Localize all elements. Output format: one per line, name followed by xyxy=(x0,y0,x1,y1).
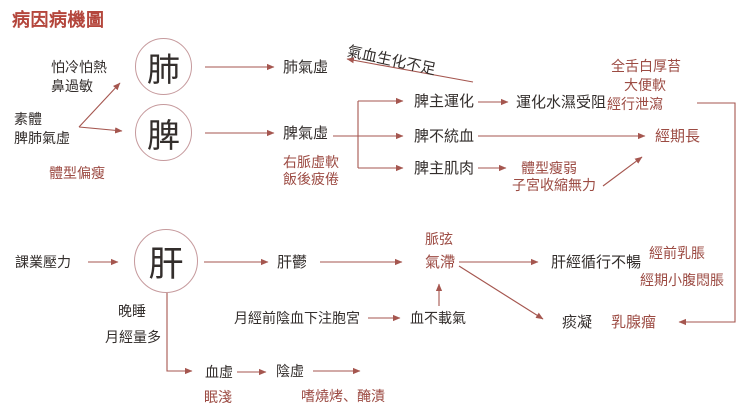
label-lung-qi-deficiency: 肺氣虛 xyxy=(283,59,329,76)
label-spleen-control-blood: 脾不統血 xyxy=(414,128,475,145)
label-blood-not-carry-qi: 血不載氣 xyxy=(410,310,466,326)
label-tongue-coating-note: 全舌白厚苔 xyxy=(611,58,681,74)
organ-label-liver: 肝 xyxy=(148,244,184,284)
label-liver-stagnation: 肝鬱 xyxy=(277,254,308,271)
label-premenstrual-breast-distension: 經前乳脹 xyxy=(649,245,705,261)
label-blood-deficiency: 血虛 xyxy=(205,364,233,380)
organ-label-lung: 肺 xyxy=(147,50,180,88)
label-long-period: 經期長 xyxy=(655,128,701,145)
label-menstrual-diarrhea-note: 經行泄瀉 xyxy=(607,96,663,112)
arrow-uterus-to-longperiod xyxy=(602,156,643,187)
organ-circle-spleen: 脾 xyxy=(135,104,192,161)
label-qi-blood-generation-insufficient: 氣血生化不足 xyxy=(345,43,438,79)
label-spleen-transform: 脾主運化 xyxy=(414,93,475,110)
label-spleen-qi-deficiency: 脾氣虛 xyxy=(283,125,329,142)
label-spleen-muscle: 脾主肌肉 xyxy=(414,160,475,177)
label-qi-stagnation: 氣滯 xyxy=(425,254,456,271)
page-title: 病因病機圖 xyxy=(12,10,105,30)
label-nasal-allergy: 鼻過敏 xyxy=(51,78,93,94)
label-study-pressure: 課業壓力 xyxy=(15,254,71,270)
label-constitution-line2: 脾肺氣虛 xyxy=(14,130,70,146)
label-bbq-pickled-diet-note: 嗜燒烤、醃漬 xyxy=(301,388,385,404)
label-premenstrual-blood-to-uterus: 月經前陰血下注胞宮 xyxy=(234,310,360,326)
label-heavy-period: 月經量多 xyxy=(105,329,161,345)
label-postmeal-fatigue-note: 飯後疲倦 xyxy=(283,171,339,187)
label-pulse-weak-note: 右脈虛軟 xyxy=(283,154,339,170)
arrow-constitution-to-spleen xyxy=(78,126,123,134)
label-constitution-line1: 素體 xyxy=(14,111,42,127)
label-thin-weak-note: 體型瘦弱 xyxy=(521,160,577,176)
label-thin-body-note: 體型偏瘦 xyxy=(49,165,105,181)
organ-label-spleen: 脾 xyxy=(147,116,180,154)
label-menstrual-abdomen-distension: 經期小腹悶脹 xyxy=(640,272,724,288)
label-phlegm-congeal: 痰凝 xyxy=(562,314,593,331)
label-damp-obstruction: 運化水濕受阻 xyxy=(516,94,607,111)
label-late-sleep: 晚睡 xyxy=(118,303,146,319)
label-cold-heat-intolerance: 怕冷怕熱 xyxy=(51,59,107,75)
label-soft-stool-note: 大便軟 xyxy=(624,77,666,93)
label-breast-tumor: 乳腺瘤 xyxy=(611,314,657,331)
label-liver-channel-block: 肝經循行不暢 xyxy=(551,254,642,271)
organ-circle-lung: 肺 xyxy=(135,38,192,95)
organ-circle-liver: 肝 xyxy=(134,229,198,293)
arrow-qistagnation-to-phlegm xyxy=(458,265,544,320)
label-wiry-pulse-note: 脈弦 xyxy=(425,231,453,247)
label-light-sleep-note: 眠淺 xyxy=(204,389,232,405)
arrow-liver-down-to-blooddef xyxy=(166,293,193,375)
label-yin-deficiency: 陰虛 xyxy=(276,363,304,379)
label-uterus-weak-note: 子宮收縮無力 xyxy=(512,177,596,193)
